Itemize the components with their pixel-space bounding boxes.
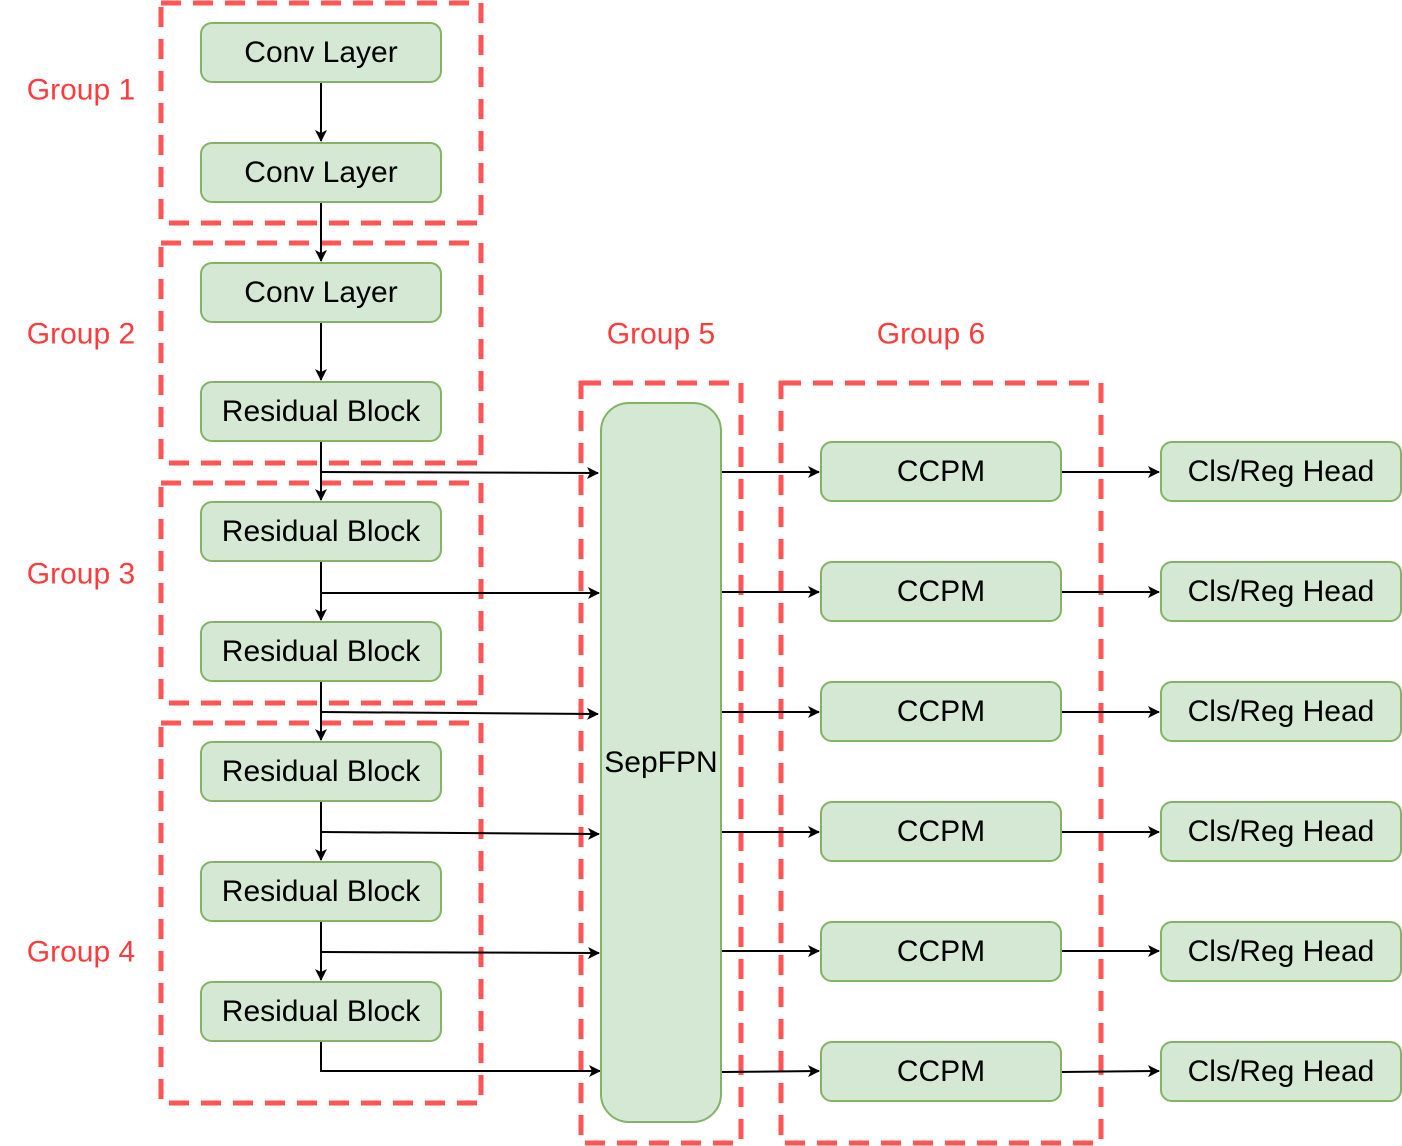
node-head3-box [1160, 681, 1402, 742]
node-res4-label: Residual Block [222, 755, 421, 788]
node-res6-box [200, 981, 442, 1042]
node-head4-label: Cls/Reg Head [1188, 815, 1375, 848]
node-res4: Residual Block [200, 741, 442, 802]
node-ccpm5-box [820, 921, 1062, 982]
node-ccpm5: CCPM [820, 921, 1062, 982]
node-head6-box [1160, 1041, 1402, 1102]
node-ccpm1-label: CCPM [897, 455, 985, 488]
node-ccpm3-label: CCPM [897, 695, 985, 728]
node-res4-box [200, 741, 442, 802]
node-ccpm3: CCPM [820, 681, 1062, 742]
node-ccpm2-label: CCPM [897, 575, 985, 608]
node-res1: Residual Block [200, 381, 442, 442]
node-conv3-label: Conv Layer [244, 276, 397, 309]
node-head1: Cls/Reg Head [1160, 441, 1402, 502]
node-res3: Residual Block [200, 621, 442, 682]
node-res6-label: Residual Block [222, 995, 421, 1028]
edge-res1-to-sepfpn [320, 466, 599, 479]
node-conv1-box [200, 22, 442, 83]
group2-label: Group 2 [27, 318, 135, 351]
node-ccpm4-label: CCPM [897, 815, 985, 848]
node-head5-box [1160, 921, 1402, 982]
edge-res4-to-sepfpn [320, 827, 600, 840]
node-head6: Cls/Reg Head [1160, 1041, 1402, 1102]
edge-sepfpn-to-ccpm6 [720, 1065, 820, 1078]
node-sepfpn-box [600, 402, 722, 1123]
node-ccpm2: CCPM [820, 561, 1062, 622]
node-res5-box [200, 861, 442, 922]
node-ccpm1: CCPM [820, 441, 1062, 502]
node-res1-box [200, 381, 442, 442]
node-head6-label: Cls/Reg Head [1188, 1055, 1375, 1088]
node-ccpm4: CCPM [820, 801, 1062, 862]
node-head3-label: Cls/Reg Head [1188, 695, 1375, 728]
group3-label: Group 3 [27, 558, 135, 591]
edge-res3-to-sepfpn [320, 707, 599, 720]
node-res5: Residual Block [200, 861, 442, 922]
group4-label: Group 4 [27, 936, 135, 969]
node-head3: Cls/Reg Head [1160, 681, 1402, 742]
node-ccpm1-box [820, 441, 1062, 502]
group6-label: Group 6 [877, 318, 985, 351]
node-res3-label: Residual Block [222, 635, 421, 668]
node-ccpm3-box [820, 681, 1062, 742]
node-conv3-box [200, 262, 442, 323]
node-head4: Cls/Reg Head [1160, 801, 1402, 862]
node-conv2: Conv Layer [200, 142, 442, 203]
node-res3-box [200, 621, 442, 682]
node-res2: Residual Block [200, 501, 442, 562]
group1-label: Group 1 [27, 74, 135, 107]
node-head2-label: Cls/Reg Head [1188, 575, 1375, 608]
node-head1-label: Cls/Reg Head [1188, 455, 1375, 488]
node-conv1-label: Conv Layer [244, 36, 397, 69]
group5-boundary [578, 380, 744, 1146]
node-res5-label: Residual Block [222, 875, 421, 908]
node-head5-label: Cls/Reg Head [1188, 935, 1375, 968]
node-ccpm6-label: CCPM [897, 1055, 985, 1088]
edge-res5-to-sepfpn [320, 946, 600, 959]
node-ccpm5-label: CCPM [897, 935, 985, 968]
node-ccpm2-box [820, 561, 1062, 622]
node-conv2-box [200, 142, 442, 203]
node-head1-box [1160, 441, 1402, 502]
node-head4-box [1160, 801, 1402, 862]
node-head2-box [1160, 561, 1402, 622]
node-res2-box [200, 501, 442, 562]
node-ccpm6-box [820, 1041, 1062, 1102]
edge-res6-to-sepfpn [320, 1042, 601, 1077]
node-sepfpn: SepFPN [600, 402, 722, 1123]
node-head2: Cls/Reg Head [1160, 561, 1402, 622]
node-conv1: Conv Layer [200, 22, 442, 83]
node-head5: Cls/Reg Head [1160, 921, 1402, 982]
node-sepfpn-label: SepFPN [604, 746, 717, 779]
node-res1-label: Residual Block [222, 395, 421, 428]
node-ccpm6: CCPM [820, 1041, 1062, 1102]
node-conv2-label: Conv Layer [244, 156, 397, 189]
node-res2-label: Residual Block [222, 515, 421, 548]
edge-ccpm6-to-head6 [1060, 1065, 1160, 1078]
group6-boundary [778, 380, 1104, 1146]
group5-label: Group 5 [607, 318, 715, 351]
group1-boundary [158, 0, 484, 226]
node-conv3: Conv Layer [200, 262, 442, 323]
node-ccpm4-box [820, 801, 1062, 862]
node-res6: Residual Block [200, 981, 442, 1042]
